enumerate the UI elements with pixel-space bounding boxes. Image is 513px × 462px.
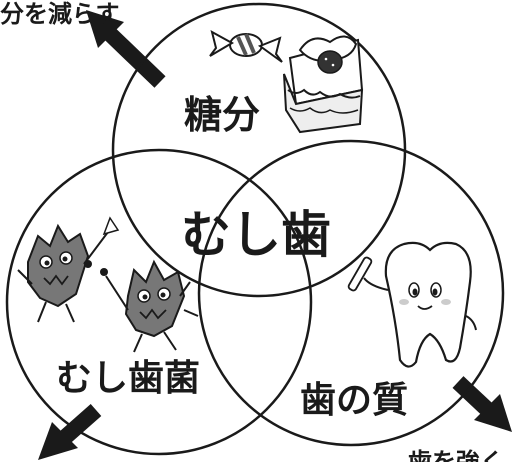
arrow-top-left-icon xyxy=(86,10,166,88)
candy-icon xyxy=(209,30,283,63)
bottom-right-arrow-caption: 歯を強く xyxy=(408,448,504,462)
arrow-bottom-left-icon xyxy=(38,404,102,460)
center-label: むし歯 xyxy=(181,206,331,264)
cake-icon xyxy=(283,35,364,134)
top-left-arrow-caption: 分を減らす xyxy=(0,0,120,28)
circle-bacteria xyxy=(5,148,313,456)
sugar-label: 糖分 xyxy=(184,93,260,137)
tooth-quality-label: 歯の質 xyxy=(300,380,408,421)
tooth-character-icon xyxy=(347,241,477,368)
sweets-icon xyxy=(209,30,364,134)
bacteria-label: むし歯菌 xyxy=(56,358,200,399)
germ-icon xyxy=(17,216,120,323)
germ-icon xyxy=(100,259,199,353)
arrow-bottom-right-icon xyxy=(452,376,512,432)
circle-tooth-quality xyxy=(197,139,505,447)
